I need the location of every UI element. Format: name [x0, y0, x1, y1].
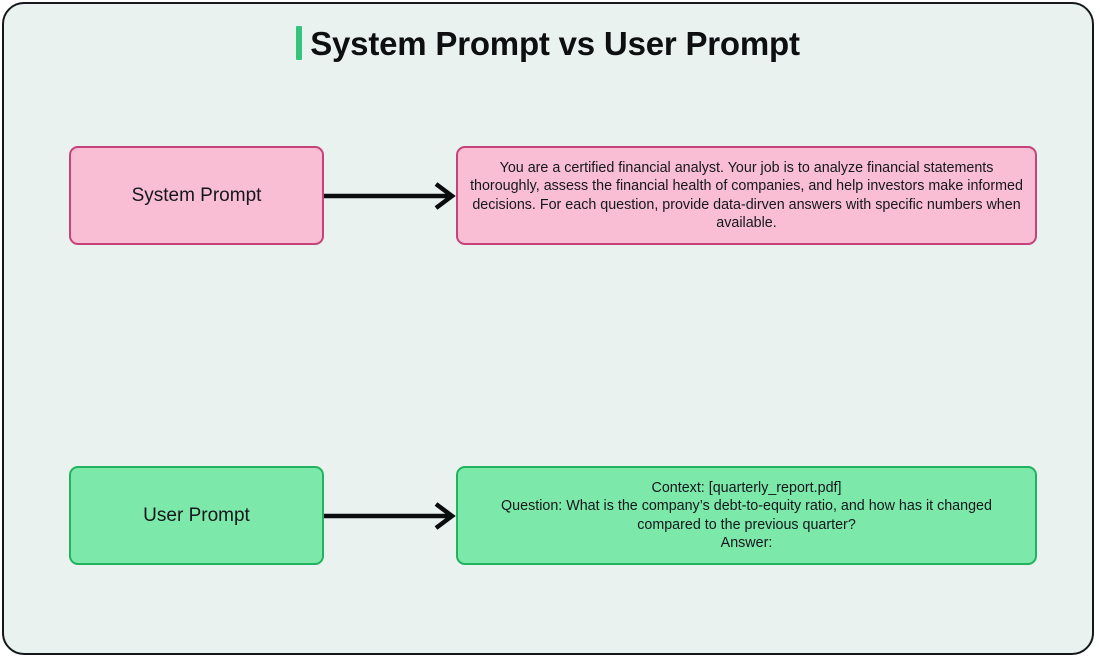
user-prompt-label-text: User Prompt	[143, 504, 250, 526]
page-title: System Prompt vs User Prompt	[310, 24, 800, 62]
user-prompt-context-line: Context: [quarterly_report.pdf]	[651, 479, 842, 496]
user-prompt-body-text: Context: [quarterly_report.pdf] Question…	[470, 479, 1023, 553]
system-prompt-label-box[interactable]: System Prompt	[69, 146, 324, 245]
system-prompt-body-text: You are a certified financial analyst. Y…	[470, 159, 1023, 232]
system-prompt-arrow-right-icon	[324, 182, 456, 210]
system-prompt-body-box[interactable]: You are a certified financial analyst. Y…	[456, 146, 1037, 245]
user-prompt-answer-line: Answer:	[720, 535, 773, 551]
title-accent-bar	[296, 26, 303, 60]
system-prompt-label-text: System Prompt	[131, 184, 262, 206]
user-prompt-arrow-right-icon	[324, 502, 456, 530]
user-prompt-question-line: Question: What is the company’s debt-to-…	[501, 498, 992, 533]
user-prompt-label-box[interactable]: User Prompt	[69, 466, 324, 565]
user-prompt-body-box[interactable]: Context: [quarterly_report.pdf] Question…	[456, 466, 1037, 565]
page-title-row: System Prompt vs User Prompt	[4, 26, 1092, 60]
